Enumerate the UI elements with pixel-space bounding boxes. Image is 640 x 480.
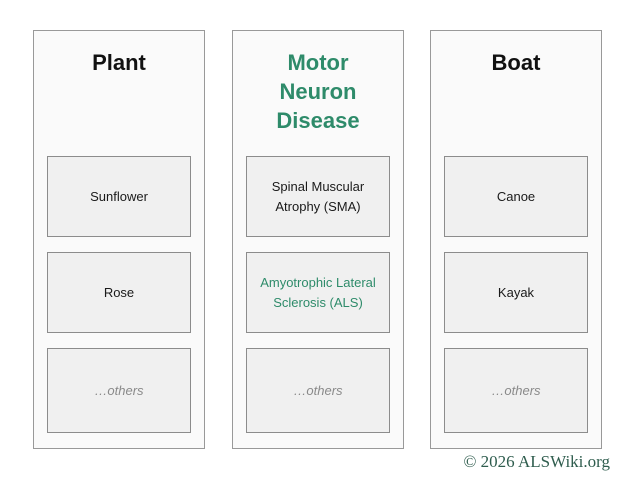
card-title-plant: Plant bbox=[92, 50, 146, 75]
item-label: …others bbox=[491, 382, 541, 398]
item-label: …others bbox=[293, 382, 343, 398]
item-label: Canoe bbox=[496, 188, 536, 204]
card-title-motor-neuron-disease: Motor Neuron Disease bbox=[276, 50, 360, 134]
item-label: Spinal Muscular Atrophy (SMA) bbox=[271, 179, 365, 214]
item-label: Amyotrophic Lateral Sclerosis (ALS) bbox=[260, 275, 376, 310]
item-box-others: …others bbox=[47, 348, 191, 433]
item-box-canoe: Canoe bbox=[444, 156, 588, 237]
item-box-als: Amyotrophic Lateral Sclerosis (ALS) bbox=[246, 252, 390, 333]
item-label: …others bbox=[94, 382, 144, 398]
item-box-others: …others bbox=[444, 348, 588, 433]
item-list-boat: Canoe Kayak …others bbox=[431, 156, 601, 448]
item-label: Rose bbox=[103, 284, 135, 300]
footer-credit: © 2026 ALSWiki.org bbox=[463, 452, 610, 471]
item-list-motor-neuron-disease: Spinal Muscular Atrophy (SMA) Amyotrophi… bbox=[233, 156, 403, 448]
category-card-plant: Plant Sunflower Rose …others bbox=[33, 30, 205, 449]
item-box-rose: Rose bbox=[47, 252, 191, 333]
item-list-plant: Sunflower Rose …others bbox=[34, 156, 204, 448]
card-title-boat: Boat bbox=[491, 50, 541, 75]
item-label: Kayak bbox=[497, 284, 535, 300]
item-box-sunflower: Sunflower bbox=[47, 156, 191, 237]
category-card-boat: Boat Canoe Kayak …others bbox=[430, 30, 602, 449]
item-box-kayak: Kayak bbox=[444, 252, 588, 333]
item-box-others: …others bbox=[246, 348, 390, 433]
category-card-motor-neuron-disease: Motor Neuron Disease Spinal Muscular Atr… bbox=[232, 30, 404, 449]
item-box-sma: Spinal Muscular Atrophy (SMA) bbox=[246, 156, 390, 237]
item-label: Sunflower bbox=[90, 188, 148, 204]
